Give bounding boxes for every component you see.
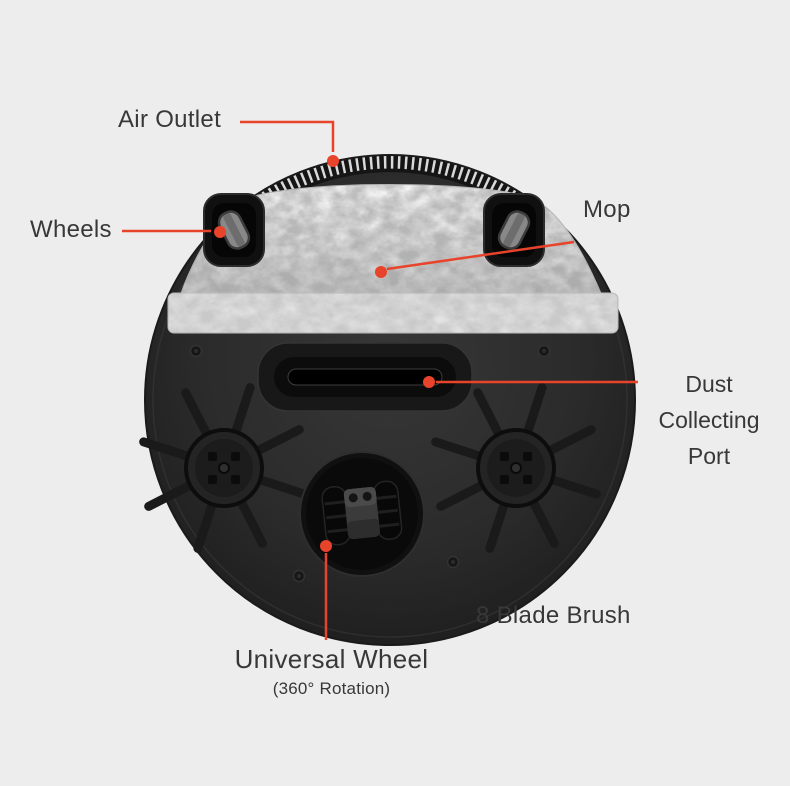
left-wheel xyxy=(202,192,266,268)
universal-wheel xyxy=(299,451,425,577)
screw xyxy=(189,344,203,358)
mop-plate xyxy=(167,292,619,334)
mop-dot xyxy=(375,266,387,278)
air-outlet-leader-line xyxy=(240,120,335,152)
wheels-label: Wheels xyxy=(30,216,112,243)
universal-wheel-label-note: (360° Rotation) xyxy=(272,679,391,698)
wheels-dot xyxy=(214,226,226,238)
air-outlet-vent xyxy=(259,156,521,208)
screw xyxy=(446,555,460,569)
mop-leader-line xyxy=(386,240,575,271)
dust-collecting-port xyxy=(257,342,473,412)
dust-port-dot xyxy=(423,376,435,388)
air-outlet-dot xyxy=(327,155,339,167)
dust-label-line1: Dust xyxy=(685,371,733,397)
universal-wheel-label: Universal Wheel (360° Rotation) xyxy=(224,644,439,699)
air-outlet-label: Air Outlet xyxy=(118,106,222,133)
screw xyxy=(537,344,551,358)
universal-wheel-dot xyxy=(320,540,332,552)
mop-label: Mop xyxy=(583,196,631,223)
dust-label-line3: Port xyxy=(687,443,731,469)
dust-collecting-port-label: Dust Collecting Port xyxy=(636,366,782,474)
dust-label-line2: Collecting xyxy=(658,407,760,433)
screw xyxy=(292,569,306,583)
blade-brush-label: 8 Blade Brush xyxy=(476,602,631,629)
universal-wheel-label-title: Universal Wheel xyxy=(234,644,429,674)
right-wheel xyxy=(482,192,546,268)
